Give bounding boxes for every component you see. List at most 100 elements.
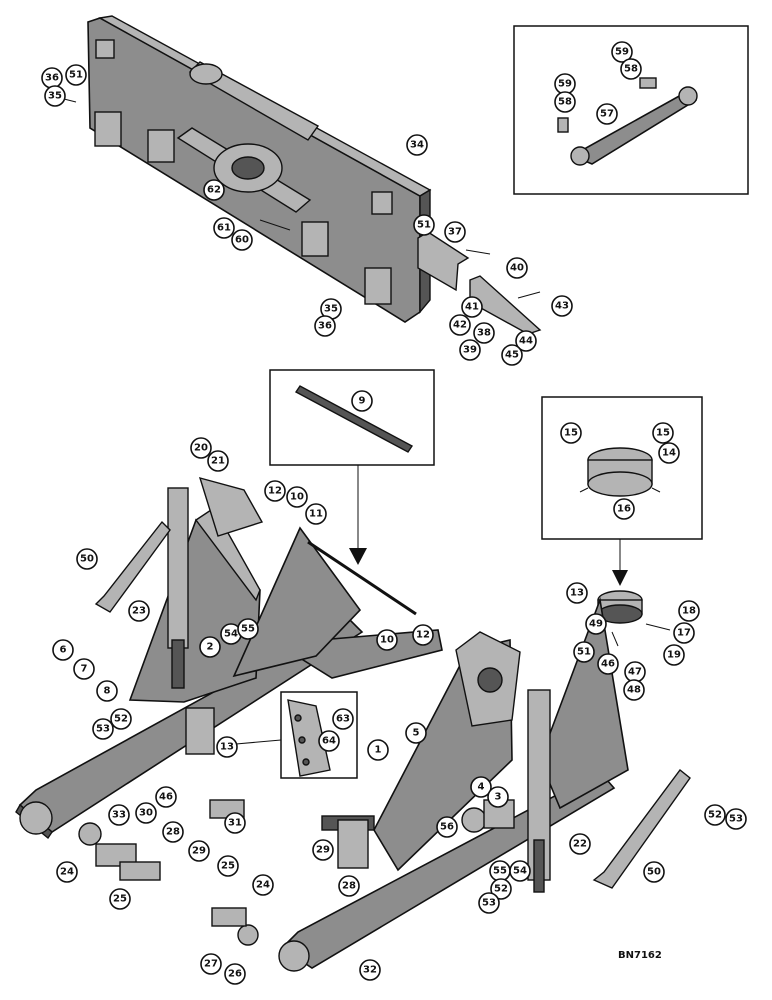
callout: 13 — [566, 582, 588, 604]
callout: 52 — [110, 708, 132, 730]
svg-text:54: 54 — [224, 629, 238, 640]
callout: 22 — [569, 833, 591, 855]
svg-text:53: 53 — [729, 814, 743, 825]
callout: 29 — [188, 840, 210, 862]
svg-text:7: 7 — [81, 664, 88, 675]
callout: 37 — [444, 221, 466, 243]
svg-text:62: 62 — [207, 185, 221, 196]
svg-text:32: 32 — [363, 965, 377, 976]
svg-text:26: 26 — [228, 969, 242, 980]
svg-text:36: 36 — [45, 73, 59, 84]
svg-text:46: 46 — [601, 659, 615, 670]
svg-text:15: 15 — [656, 428, 670, 439]
svg-text:24: 24 — [256, 880, 270, 891]
svg-text:36: 36 — [318, 321, 332, 332]
svg-text:47: 47 — [628, 667, 642, 678]
callout: 2 — [199, 636, 221, 658]
callout: 21 — [207, 450, 229, 472]
callout: 32 — [359, 959, 381, 981]
svg-text:58: 58 — [624, 64, 638, 75]
svg-text:10: 10 — [380, 635, 394, 646]
callout: 24 — [56, 861, 78, 883]
svg-text:1: 1 — [375, 745, 382, 756]
svg-text:58: 58 — [558, 97, 572, 108]
callout: 42 — [449, 314, 471, 336]
callout: 54 — [509, 860, 531, 882]
callout: 63 — [332, 708, 354, 730]
svg-text:42: 42 — [453, 320, 467, 331]
svg-text:10: 10 — [290, 492, 304, 503]
callout: 30 — [135, 802, 157, 824]
callout: 58 — [554, 91, 576, 113]
callout: 6 — [52, 639, 74, 661]
brace-arm — [557, 77, 698, 166]
callout: 44 — [515, 330, 537, 352]
svg-text:51: 51 — [69, 70, 83, 81]
cross-shaft — [294, 385, 414, 453]
svg-text:52: 52 — [114, 714, 128, 725]
callout: 3 — [487, 786, 509, 808]
svg-text:55: 55 — [241, 624, 255, 635]
svg-text:16: 16 — [617, 504, 631, 515]
callout: 56 — [436, 816, 458, 838]
svg-text:13: 13 — [570, 588, 584, 599]
svg-text:22: 22 — [573, 839, 587, 850]
svg-text:64: 64 — [322, 736, 336, 747]
svg-text:50: 50 — [647, 867, 661, 878]
svg-text:53: 53 — [96, 724, 110, 735]
svg-text:59: 59 — [615, 47, 629, 58]
callout: 36 — [41, 67, 63, 89]
svg-text:29: 29 — [316, 845, 330, 856]
callout: 50 — [76, 548, 98, 570]
svg-text:41: 41 — [465, 302, 479, 313]
callout: 59 — [554, 73, 576, 95]
callout: 25 — [217, 855, 239, 877]
callout: 27 — [200, 953, 222, 975]
callout: 59 — [611, 41, 633, 63]
svg-text:21: 21 — [211, 456, 225, 467]
callout: 49 — [585, 613, 607, 635]
svg-text:61: 61 — [217, 223, 231, 234]
callout: 16 — [613, 498, 635, 520]
callout: 61 — [213, 217, 235, 239]
callout: 57 — [596, 103, 618, 125]
callout: 13 — [216, 736, 238, 758]
svg-text:18: 18 — [682, 606, 696, 617]
callout: 24 — [252, 874, 274, 896]
svg-text:20: 20 — [194, 443, 208, 454]
svg-text:50: 50 — [80, 554, 94, 565]
callout: 29 — [312, 839, 334, 861]
svg-text:33: 33 — [112, 810, 126, 821]
svg-text:44: 44 — [519, 336, 533, 347]
trunnion-assembly — [597, 590, 671, 647]
callout: 50 — [643, 861, 665, 883]
svg-text:46: 46 — [159, 792, 173, 803]
callout: 28 — [162, 821, 184, 843]
svg-text:24: 24 — [60, 867, 74, 878]
svg-text:14: 14 — [662, 448, 676, 459]
svg-text:9: 9 — [359, 396, 366, 407]
callout: 34 — [406, 134, 428, 156]
callout: 8 — [96, 680, 118, 702]
callout: 35 — [44, 85, 66, 107]
svg-text:48: 48 — [627, 685, 641, 696]
callout: 19 — [663, 644, 685, 666]
dozer-blade — [51, 15, 542, 335]
svg-text:8: 8 — [104, 686, 111, 697]
callout: 43 — [551, 295, 573, 317]
callout: 11 — [305, 503, 327, 525]
callout: 38 — [473, 322, 495, 344]
callout: 51 — [573, 641, 595, 663]
callout: 5 — [405, 722, 427, 744]
callout: 41 — [461, 296, 483, 318]
push-beam-frame — [15, 476, 691, 972]
callout: 12 — [412, 624, 434, 646]
svg-text:43: 43 — [555, 301, 569, 312]
svg-text:55: 55 — [493, 866, 507, 877]
svg-text:52: 52 — [494, 884, 508, 895]
callout: 15 — [560, 422, 582, 444]
svg-text:17: 17 — [677, 628, 691, 639]
svg-text:34: 34 — [410, 140, 424, 151]
callout: 47 — [624, 661, 646, 683]
arrow-down-icon — [349, 548, 367, 565]
